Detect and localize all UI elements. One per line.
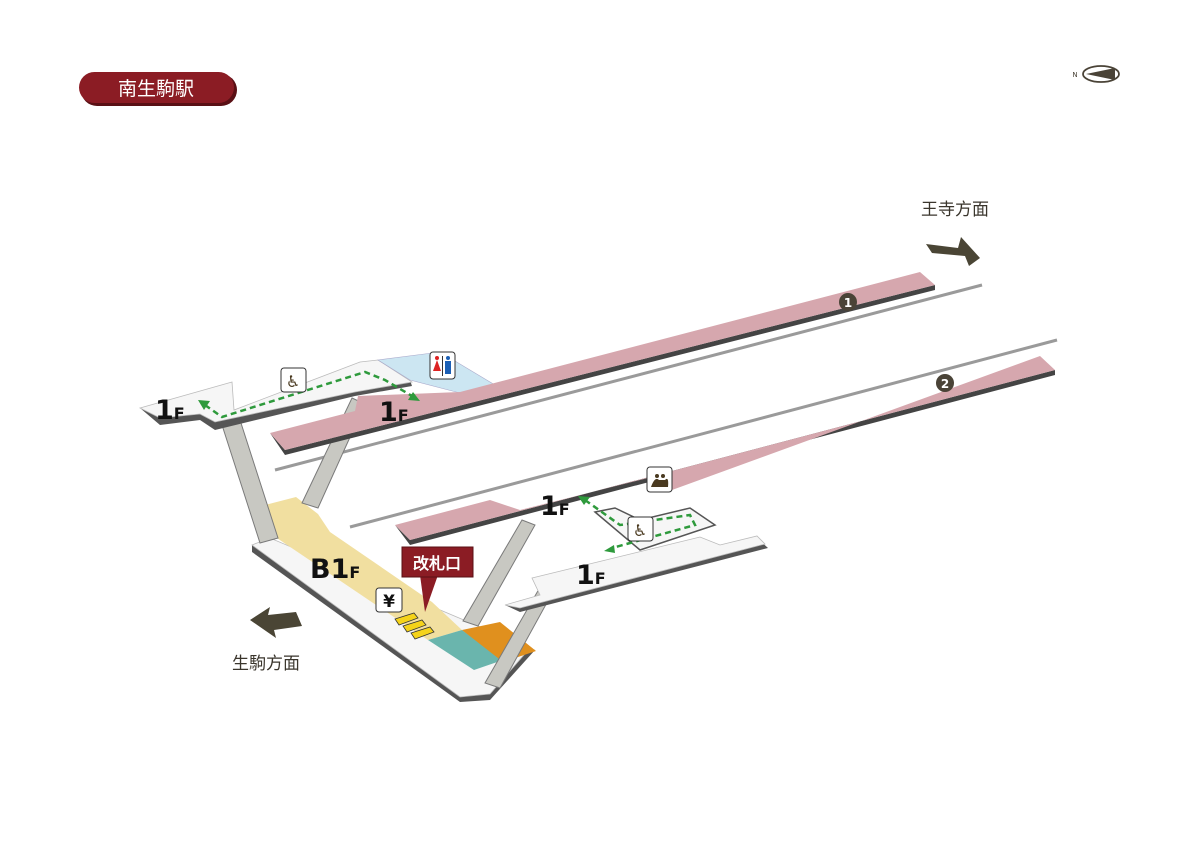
floor-label-1f-platform1: 1F [379,397,409,428]
toilet-icon [429,351,456,380]
slope-wheelchair-icon: ♿ [627,516,654,542]
floor-label-1f-platform2: 1F [540,491,570,522]
ticket-gates [394,612,435,640]
station-title: 南生駒駅 [118,78,194,100]
floor-label-1f-east: 1F [576,560,606,591]
gate-label: 改札口 [413,554,461,573]
direction-oji-arrow-icon [926,237,980,266]
north-arrow-icon: N [1072,65,1120,83]
route-arrowheads [198,392,615,553]
direction-ikoma-label: 生駒方面 [232,654,300,674]
direction-ikoma-arrow-icon [250,607,302,638]
floor-label-b1f: B1F [310,554,360,585]
north-label: N [1072,71,1077,79]
track-line [274,283,983,472]
platform-1: 1 [270,272,935,455]
svg-text:♿: ♿ [633,521,647,540]
yen-symbol: ¥ [383,592,395,612]
station-title-badge: 南生駒駅 [79,72,237,106]
floor-label-1f-west: 1F [155,395,185,426]
track-line [349,338,1058,529]
concourse-1f-east [504,507,768,612]
slope-wheelchair-icon: ♿ [280,367,307,393]
platform-number-2: 2 [941,377,949,391]
gate-callout: 改札口 [401,546,474,612]
accessible-route [204,370,697,550]
stairs [221,397,556,689]
direction-oji-label: 王寺方面 [921,200,989,220]
svg-text:♿: ♿ [286,372,300,391]
platform-2: 2 [395,356,1055,545]
platform-number-1: 1 [844,296,852,310]
b1f-concourse [251,497,536,702]
ticket-machine-icon: ¥ [375,587,403,613]
waiting-room-icon [646,466,673,493]
